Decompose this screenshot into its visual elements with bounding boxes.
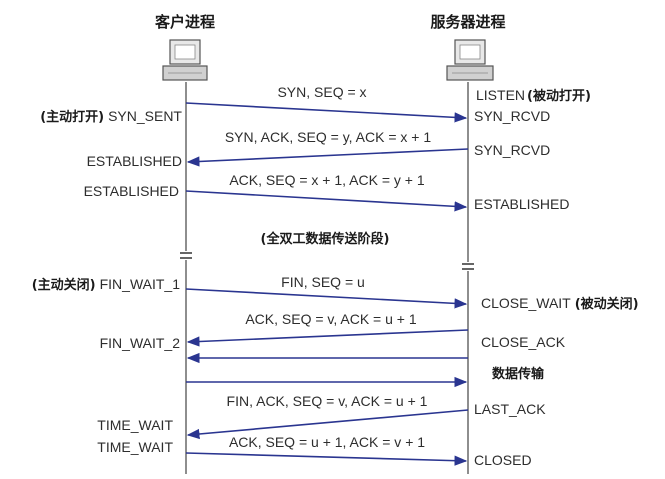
server-computer-icon [446,39,494,81]
state-syn-rcvd-1: SYN_RCVD [474,108,550,124]
state-listen: LISTEN(被动打开) [476,87,591,104]
state-syn-sent: (主动打开)SYN_SENT [40,108,182,125]
state-closed: CLOSED [474,452,532,468]
state-established-client-1: ESTABLISHED [87,153,182,169]
message-label: ACK, SEQ = v, ACK = u + 1 [245,311,417,327]
message-label: SYN, SEQ = x [277,84,366,100]
arrow-syn [185,102,468,123]
state-established-client-2: ESTABLISHED [84,183,179,199]
state-time-wait-2: TIME_WAIT [97,439,173,455]
message-label: SYN, ACK, SEQ = y, ACK = x + 1 [225,129,432,145]
state-last-ack: LAST_ACK [474,401,546,417]
arrow-fin [185,288,468,309]
state-established-server: ESTABLISHED [474,196,569,212]
client-break-mark [179,251,193,260]
full-duplex-label: (全双工数据传送阶段) [261,231,390,247]
message-label: ACK, SEQ = u + 1, ACK = v + 1 [229,434,425,450]
arrow-fin-ack [186,329,469,347]
arrow-fin-2 [186,409,469,440]
data-transfer-label: 数据传输 [492,366,545,382]
client-header: 客户进程 [154,13,215,31]
message-label: ACK, SEQ = x + 1, ACK = y + 1 [229,172,425,188]
state-fin-wait-2: FIN_WAIT_2 [100,335,181,351]
message-label: FIN, ACK, SEQ = v, ACK = u + 1 [227,393,428,409]
arrow-syn-ack [186,148,469,167]
state-fin-wait-1: (主动关闭)FIN_WAIT_1 [32,276,180,293]
state-syn-rcvd-2: SYN_RCVD [474,142,550,158]
client-computer-icon [162,39,208,81]
state-close-wait: CLOSE_WAIT(被动关闭) [481,295,639,312]
arrow-final-ack [185,452,468,466]
state-time-wait-1: TIME_WAIT [97,417,173,433]
message-label: FIN, SEQ = u [281,274,365,290]
server-header: 服务器进程 [430,13,505,31]
server-break-mark [461,262,475,271]
state-close-ack: CLOSE_ACK [481,334,566,350]
arrow-ack [185,190,468,212]
